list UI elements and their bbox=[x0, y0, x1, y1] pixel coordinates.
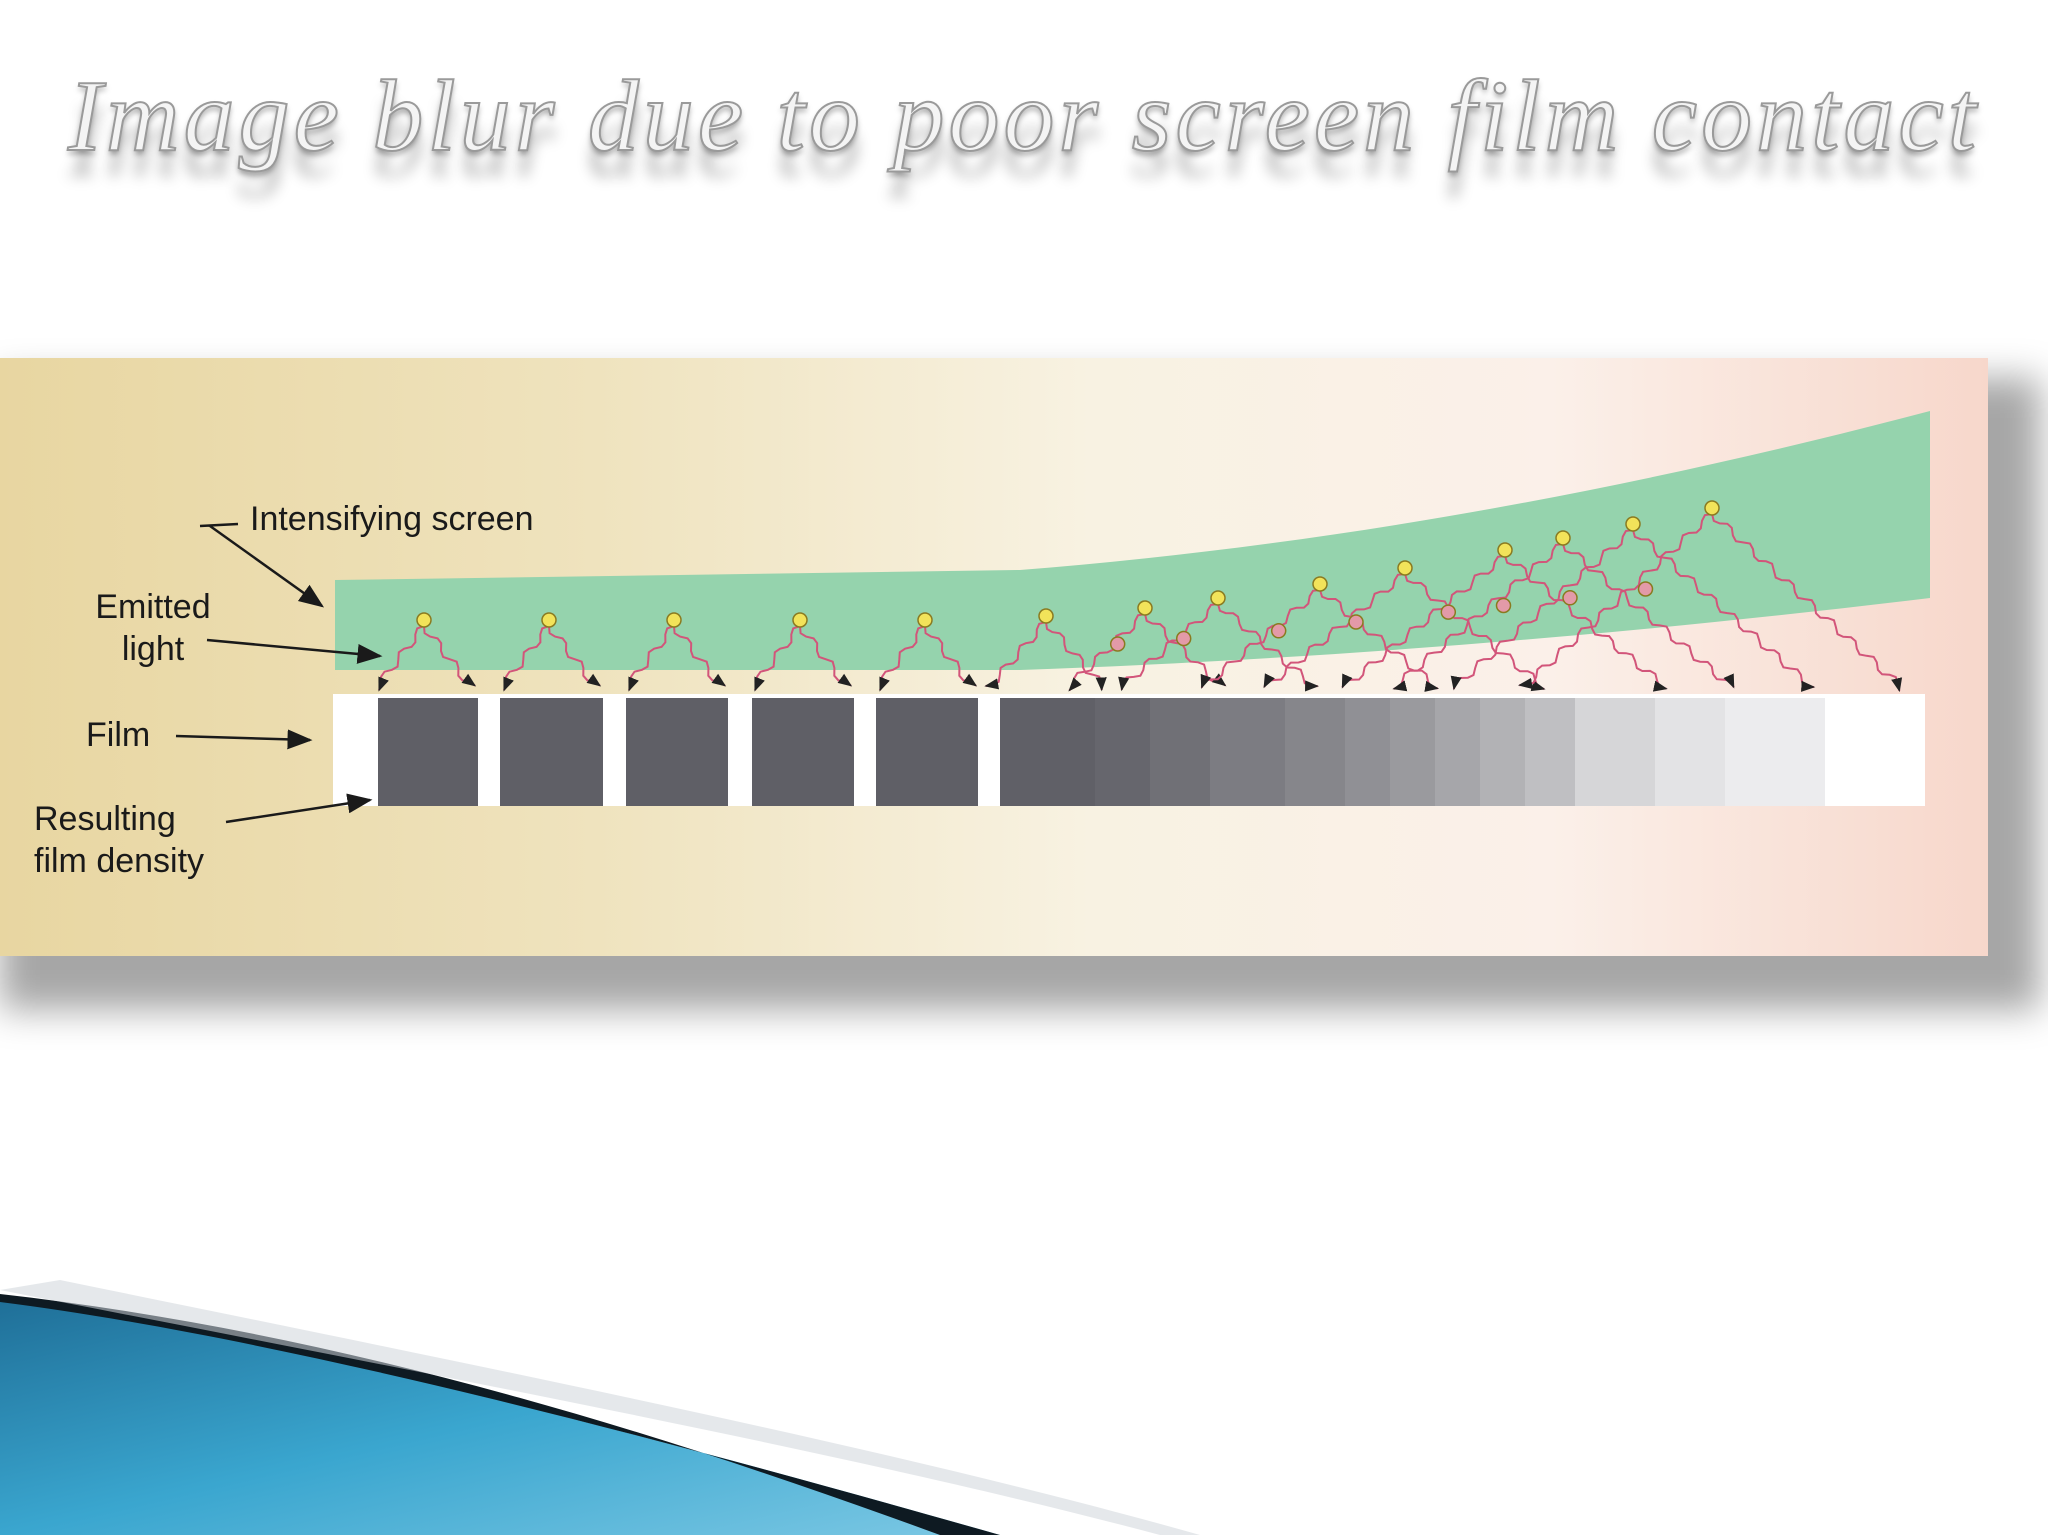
emitted-light-ray bbox=[1068, 613, 1146, 692]
phosphor-crystal bbox=[1555, 530, 1571, 546]
phosphor-crystal bbox=[1210, 590, 1226, 606]
phosphor-crystal bbox=[541, 612, 557, 628]
phosphor-crystal bbox=[1562, 590, 1578, 606]
emitted-light-ray bbox=[423, 625, 477, 687]
phosphor-crystal bbox=[1495, 597, 1512, 614]
film-density-step bbox=[1655, 698, 1725, 806]
label-emitted-light: Emitted light bbox=[78, 586, 228, 670]
film-density-block bbox=[752, 698, 854, 806]
film-density-sharp bbox=[378, 698, 978, 806]
film-density-block bbox=[500, 698, 603, 806]
film-density-step bbox=[1390, 698, 1435, 806]
decorative-swoosh bbox=[0, 1280, 1200, 1535]
film-density-step bbox=[1725, 698, 1825, 806]
film-density-step bbox=[1210, 698, 1285, 806]
phosphor-crystal bbox=[416, 612, 432, 628]
phosphor-crystal bbox=[917, 612, 933, 628]
emitted-light-ray bbox=[879, 625, 926, 692]
emitted-light-ray bbox=[754, 625, 801, 692]
label-intensifying-screen: Intensifying screen bbox=[250, 500, 534, 538]
phosphor-crystal bbox=[1625, 516, 1641, 532]
emitted-light-ray bbox=[1518, 513, 1713, 690]
emitted-light-ray bbox=[1450, 529, 1634, 691]
pointer-film-density bbox=[225, 793, 373, 824]
emitted-light-ray bbox=[1392, 543, 1564, 692]
phosphor-crystal bbox=[1704, 500, 1720, 516]
emitted-light-ray bbox=[1504, 555, 1668, 692]
emitted-light-ray bbox=[1341, 555, 1506, 689]
pointer-film bbox=[175, 729, 313, 750]
phosphor-crystal bbox=[1038, 608, 1054, 624]
emitted-light-ray bbox=[1263, 573, 1406, 689]
pointer-emitted-light bbox=[206, 638, 383, 664]
emitted-light-ray bbox=[984, 621, 1047, 690]
slide-title: Image blur due to poor screen film conta… bbox=[67, 59, 1981, 174]
phosphor-crystal bbox=[1312, 576, 1328, 592]
film-density-step bbox=[1000, 698, 1095, 806]
emitted-light-ray bbox=[503, 625, 550, 692]
phosphor-crystal bbox=[1109, 636, 1126, 652]
diagram-figure: Intensifying screen Emitted light Film R… bbox=[0, 358, 1988, 956]
phosphor-crystal bbox=[1348, 614, 1364, 630]
diagram-canvas bbox=[175, 411, 1930, 824]
intensifying-screen bbox=[335, 411, 1930, 670]
phosphor-crystal bbox=[1270, 623, 1287, 639]
film-density-step bbox=[1525, 698, 1575, 806]
phosphor-crystal bbox=[792, 612, 808, 628]
emitted-light-ray bbox=[924, 625, 978, 687]
label-film: Film bbox=[86, 716, 151, 754]
film-density-step bbox=[1095, 698, 1150, 806]
label-emitted-light-line1: Emitted bbox=[95, 588, 211, 626]
phosphor-crystal bbox=[666, 612, 682, 628]
emitted-light-ray bbox=[1217, 603, 1320, 692]
phosphor-crystal bbox=[1637, 581, 1654, 597]
emitted-light-ray bbox=[1045, 621, 1107, 692]
film-density-blurred bbox=[1000, 698, 1825, 806]
phosphor-crystal bbox=[1397, 560, 1413, 576]
emitted-light-ray bbox=[1562, 543, 1735, 689]
phosphor-crystal bbox=[1175, 630, 1192, 647]
emitted-light-ray bbox=[628, 625, 675, 692]
pointer-intensifying-screen bbox=[199, 522, 322, 606]
emitted-light-ray bbox=[673, 625, 727, 687]
emitted-light-ray bbox=[1118, 603, 1219, 692]
emitted-light-ray bbox=[1711, 513, 1903, 693]
emitted-light-rays bbox=[378, 513, 1903, 693]
film-density-step bbox=[1435, 698, 1480, 806]
phosphor-crystals bbox=[416, 500, 1720, 652]
film-density-step bbox=[1480, 698, 1525, 806]
label-resulting-film-density: Resulting film density bbox=[34, 798, 204, 882]
film-density-block bbox=[626, 698, 728, 806]
label-emitted-light-line2: light bbox=[121, 630, 185, 668]
emitted-light-ray bbox=[1404, 573, 1546, 692]
film-density-block bbox=[876, 698, 978, 806]
film-density-block bbox=[378, 698, 478, 806]
phosphor-crystal bbox=[1440, 604, 1457, 620]
film-density-step bbox=[1345, 698, 1390, 806]
emitted-light-ray bbox=[548, 625, 602, 687]
film-density-step bbox=[1285, 698, 1345, 806]
label-resulting-film-density-line1: Resulting bbox=[34, 800, 176, 838]
film-density-step bbox=[1150, 698, 1210, 806]
emitted-light-ray bbox=[378, 625, 425, 692]
emitted-light-ray bbox=[1200, 589, 1321, 689]
phosphor-crystal bbox=[1137, 600, 1153, 616]
emitted-light-ray bbox=[1632, 529, 1816, 692]
phosphor-crystal bbox=[1497, 542, 1513, 558]
emitted-light-ray bbox=[799, 625, 853, 687]
film-density-step bbox=[1575, 698, 1655, 806]
label-resulting-film-density-line2: film density bbox=[34, 842, 205, 880]
